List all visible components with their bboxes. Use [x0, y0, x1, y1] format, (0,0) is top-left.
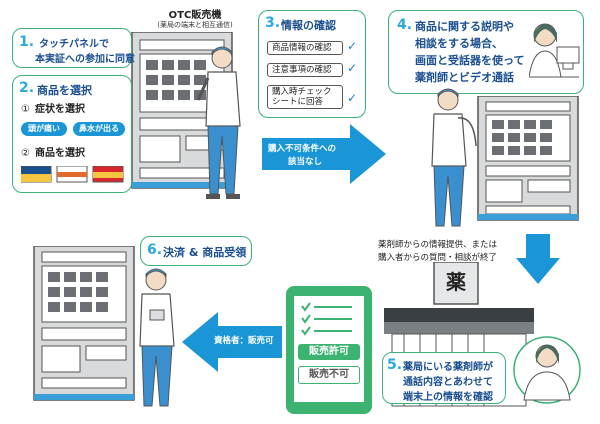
step2-number: 2. — [19, 80, 35, 96]
person-icon — [431, 88, 477, 227]
left-arrow — [182, 312, 282, 372]
step2-sub2-label: 商品を選択 — [35, 148, 85, 159]
down-arrow — [516, 234, 560, 284]
person-icon — [196, 46, 241, 199]
step6-title: 決済 & 商品受領 — [163, 246, 247, 259]
step5-bubble: 5. 薬局にいる薬剤師が 通話内容とあわせて 端末上の情報を確認 — [382, 352, 506, 404]
person-icon — [139, 268, 175, 407]
step3-title: 情報の確認 — [281, 19, 336, 32]
checkmark-icon: ✓ — [347, 61, 358, 75]
symptom-headache-button[interactable]: 頭が痛い — [21, 122, 67, 136]
step2-sub1-label: 症状を選択 — [35, 104, 85, 115]
step4-line3: 画面と受話器を使って — [415, 54, 525, 67]
step3-bubble: 3. 情報の確認 商品情報の確認 ✓ 注意事項の確認 ✓ 購入時チェック シート… — [258, 10, 366, 118]
step3-item-product-info: 商品情報の確認 — [267, 41, 343, 55]
step4-bubble: 4. 商品に関する説明や 相談をする場合、 画面と受話器を使って 薬剤師とビデオ… — [388, 10, 584, 94]
symptom-runny-nose-button[interactable]: 鼻水が出る — [73, 122, 125, 136]
machine-subtitle: (薬局の端末と相互通信) — [157, 21, 233, 29]
right-arrow-line1: 購入不可条件への — [268, 144, 337, 154]
step4-number: 4. — [397, 17, 413, 33]
step2-sub2-number: ② — [21, 148, 30, 159]
step4-line1: 商品に関する説明や — [415, 20, 514, 33]
checkmark-icon: ✓ — [347, 39, 358, 53]
down-arrow-line2: 購入者からの質問・相談が終了 — [378, 253, 498, 263]
down-arrow-line1: 薬剤師からの情報提供、または — [378, 240, 498, 250]
step3-item3-line2: シートに回答 — [272, 97, 324, 107]
step1-line1: タッチパネルで — [39, 39, 109, 50]
step4-line4: 薬剤師とビデオ通話 — [415, 71, 514, 84]
pharmacist-icon — [529, 23, 580, 78]
step6-bubble: 6. 決済 & 商品受領 — [140, 236, 252, 266]
step3-item-precautions: 注意事項の確認 — [267, 63, 343, 77]
pharmacy-sign: 薬 — [446, 270, 466, 294]
step1-number: 1. — [19, 34, 35, 50]
step5-line2: 通話内容とあわせて — [403, 377, 493, 388]
vending-machine-icon — [33, 246, 135, 401]
step5-number: 5. — [387, 357, 403, 373]
step3-item-checksheet: 購入時チェック シートに回答 — [267, 85, 343, 109]
product-thumbnails — [21, 166, 124, 183]
step4-line2: 相談をする場合、 — [415, 37, 503, 50]
step2-title: 商品を選択 — [37, 84, 92, 97]
step3-number: 3. — [265, 15, 281, 31]
step1-line2: 本実証への参加に同意 — [35, 54, 135, 65]
step6-number: 6. — [147, 242, 163, 258]
step5-line3: 端末上の情報を確認 — [403, 392, 493, 403]
step5-line1: 薬局にいる薬剤師が — [403, 362, 493, 373]
right-arrow — [262, 124, 386, 184]
checkmark-icon: ✓ — [347, 91, 358, 105]
pharmacist-icon — [513, 336, 581, 404]
right-arrow-line2: 該当なし — [288, 157, 323, 167]
vending-machine-icon — [477, 96, 579, 221]
machine-title: OTC販売機 — [168, 10, 222, 21]
step2-bubble: 2. 商品を選択 ① 症状を選択 頭が痛い 鼻水が出る ② 商品を選択 — [12, 75, 132, 193]
step3-item3-line1: 購入時チェック — [272, 87, 332, 97]
left-arrow-label: 資格者：販売可 — [214, 336, 274, 346]
approve-sale-button[interactable]: 販売許可 — [298, 344, 360, 360]
step1-bubble: 1. タッチパネルで 本実証への参加に同意 — [12, 28, 135, 68]
step2-sub1-number: ① — [21, 104, 30, 115]
deny-sale-button[interactable]: 販売不可 — [298, 366, 360, 384]
